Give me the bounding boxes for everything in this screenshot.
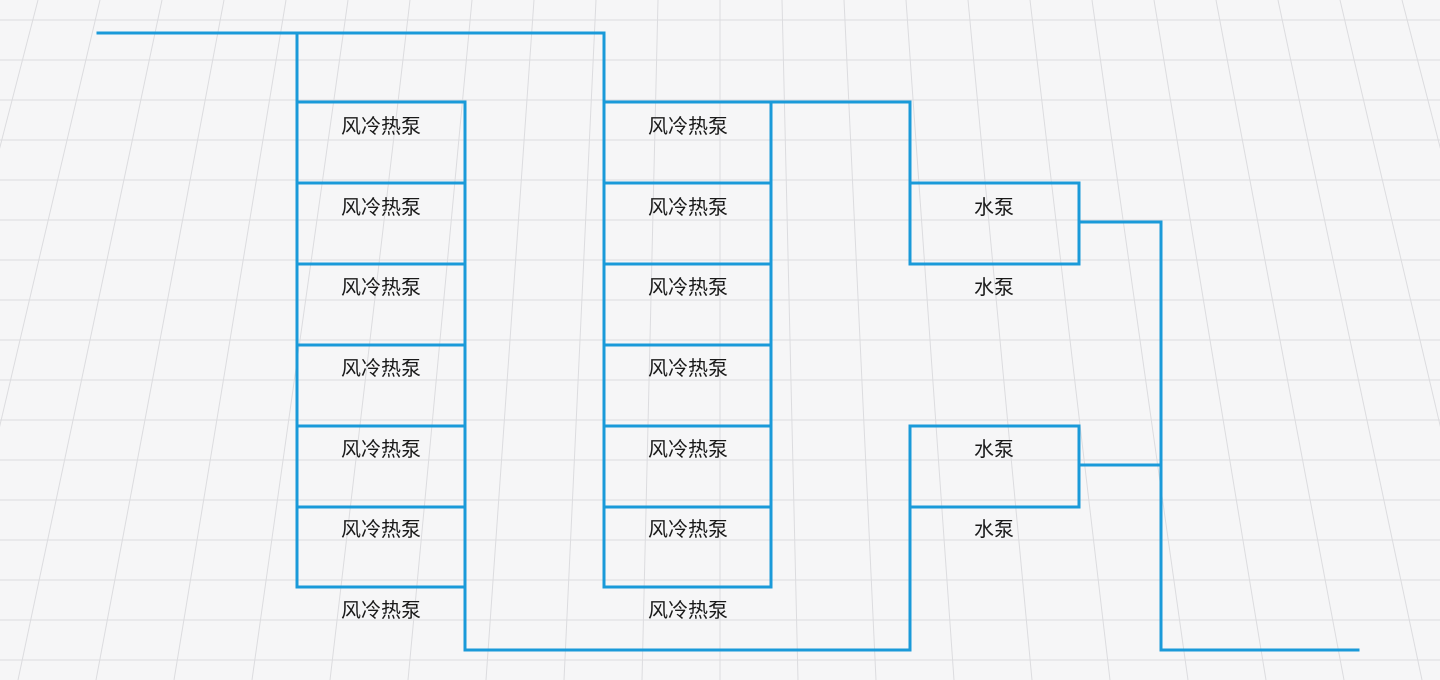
grid-line: [251, 0, 349, 680]
grid-line: [967, 0, 1033, 680]
grid-line: [1091, 0, 1189, 680]
heat-pump-label-b3: 风冷热泵: [648, 275, 728, 299]
heat-pump-label-a7: 风冷热泵: [341, 598, 421, 622]
grid-line: [905, 0, 955, 680]
grid-line: [641, 0, 659, 680]
pump-discharge-pipe-1: [1077, 220, 1360, 652]
heat-pump-label-a3: 风冷热泵: [341, 275, 421, 299]
grid-line: [1277, 0, 1423, 680]
water-pump-label-4: 水泵: [974, 517, 1014, 541]
grid-line: [1339, 0, 1440, 428]
heat-pump-label-a2: 风冷热泵: [341, 195, 421, 219]
grid-line: [95, 0, 225, 680]
water-pump-label-1: 水泵: [974, 195, 1014, 219]
supply-header-pipe: [96, 31, 606, 104]
heat-pump-label-b1: 风冷热泵: [648, 114, 728, 138]
grid-line: [0, 0, 101, 428]
heat-pump-label-b2: 风冷热泵: [648, 195, 728, 219]
heat-pump-label-a5: 风冷热泵: [341, 437, 421, 461]
heat-pump-label-b5: 风冷热泵: [648, 437, 728, 461]
heat-pump-label-b6: 风冷热泵: [648, 517, 728, 541]
grid-line: [781, 0, 799, 680]
grid-line: [407, 0, 473, 680]
grid-line: [1153, 0, 1267, 680]
heat-pump-unit-b6: [602, 505, 773, 589]
grid-line: [329, 0, 411, 680]
heat-pump-label-a1: 风冷热泵: [341, 114, 421, 138]
heat-pump-label-a4: 风冷热泵: [341, 356, 421, 380]
heat-pump-label-a6: 风冷热泵: [341, 517, 421, 541]
water-pump-label-3: 水泵: [974, 437, 1014, 461]
grid-line: [1215, 0, 1345, 680]
grid-line: [843, 0, 877, 680]
grid-line: [563, 0, 597, 680]
grid-line: [0, 0, 39, 149]
grid-line: [1401, 0, 1440, 149]
grid-line: [1029, 0, 1111, 680]
grid-line: [173, 0, 287, 680]
heat-pump-label-b7: 风冷热泵: [648, 598, 728, 622]
return-connector-pipe: [769, 100, 912, 185]
water-pump-label-2: 水泵: [974, 275, 1014, 299]
return-header-pipe: [463, 505, 912, 652]
grid-line: [485, 0, 535, 680]
heat-pump-unit-a6: [295, 505, 467, 589]
heat-pump-label-b4: 风冷热泵: [648, 356, 728, 380]
grid-line: [17, 0, 163, 680]
